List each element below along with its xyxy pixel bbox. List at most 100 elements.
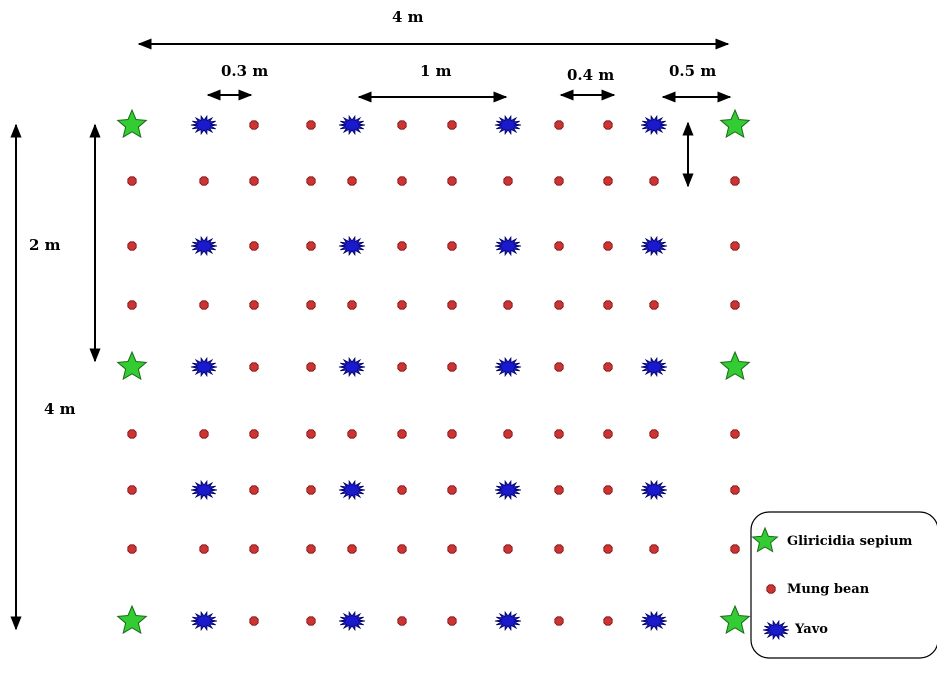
mungbean-plant	[127, 544, 137, 554]
yavo-plant	[190, 114, 218, 136]
spacing-1m-label: 1 m	[420, 62, 452, 80]
mungbean-plant	[397, 544, 407, 554]
legend-mungbean-label: Mung bean	[787, 582, 870, 597]
yavo-plant	[190, 235, 218, 257]
mungbean-plant	[447, 485, 457, 495]
mungbean-plant	[199, 429, 209, 439]
height-4m-label: 4 m	[44, 400, 76, 418]
mungbean-plant	[730, 429, 740, 439]
mungbean-plant	[447, 429, 457, 439]
mungbean-plant	[554, 120, 564, 130]
mungbean-plant	[649, 429, 659, 439]
gliricidia-plant	[116, 350, 148, 381]
yavo-plant	[494, 356, 522, 378]
mungbean-plant	[447, 120, 457, 130]
mungbean-plant	[730, 300, 740, 310]
mungbean-plant	[397, 176, 407, 186]
mungbean-plant	[347, 544, 357, 554]
mungbean-plant	[730, 241, 740, 251]
mungbean-plant	[249, 120, 259, 130]
yavo-plant	[190, 479, 218, 501]
mungbean-plant	[503, 300, 513, 310]
mungbean-plant	[603, 362, 613, 372]
yavo-plant	[640, 479, 668, 501]
mungbean-plant	[249, 241, 259, 251]
mungbean-plant	[306, 429, 316, 439]
yavo-plant	[640, 356, 668, 378]
yavo-plant	[494, 114, 522, 136]
mungbean-plant	[249, 616, 259, 626]
mungbean-plant	[554, 176, 564, 186]
mungbean-plant	[249, 485, 259, 495]
mungbean-plant	[603, 176, 613, 186]
mungbean-plant	[249, 176, 259, 186]
mungbean-plant	[306, 616, 316, 626]
gliricidia-plant	[719, 108, 751, 139]
yavo-plant	[338, 356, 366, 378]
yavo-plant	[338, 235, 366, 257]
yavo-plant	[494, 479, 522, 501]
yavo-plant	[640, 114, 668, 136]
legend-dot-shape	[766, 584, 776, 594]
mungbean-plant	[306, 544, 316, 554]
mungbean-plant	[554, 544, 564, 554]
mungbean-plant	[397, 300, 407, 310]
mungbean-plant	[603, 616, 613, 626]
legend-gliricidia-label: Gliricidia sepium	[787, 534, 913, 549]
mungbean-plant	[127, 300, 137, 310]
dimension-arrows: 4 m 0.3 m 1 m 0.4 m 0.5 m 2 m 4 m	[10, 8, 732, 631]
mungbean-plant	[554, 300, 564, 310]
legend: Gliricidia sepium Mung bean Yavo	[750, 511, 937, 659]
planting-grid	[116, 108, 751, 635]
yavo-plant	[640, 235, 668, 257]
mungbean-plant	[397, 120, 407, 130]
mungbean-plant	[397, 241, 407, 251]
mungbean-plant	[503, 544, 513, 554]
legend-star-shape	[751, 526, 779, 553]
mungbean-plant	[730, 544, 740, 554]
yavo-plant	[338, 114, 366, 136]
mungbean-plant	[554, 485, 564, 495]
gliricidia-plant	[719, 604, 751, 635]
mungbean-plant	[249, 362, 259, 372]
width-4m-label: 4 m	[392, 8, 424, 26]
spacing-0-4-label: 0.4 m	[567, 66, 614, 84]
mungbean-plant	[603, 120, 613, 130]
mungbean-plant	[127, 485, 137, 495]
mungbean-plant	[397, 616, 407, 626]
mungbean-plant	[447, 616, 457, 626]
mungbean-plant	[447, 300, 457, 310]
mungbean-plant	[503, 176, 513, 186]
legend-yavo-icon	[762, 619, 790, 641]
mungbean-plant	[306, 362, 316, 372]
mungbean-plant	[199, 300, 209, 310]
yavo-plant	[494, 610, 522, 632]
yavo-plant	[494, 235, 522, 257]
gliricidia-plant	[719, 350, 751, 381]
mungbean-plant	[306, 241, 316, 251]
mungbean-plant	[447, 176, 457, 186]
mungbean-plant	[397, 485, 407, 495]
mungbean-plant	[447, 241, 457, 251]
mungbean-plant	[603, 544, 613, 554]
mungbean-plant	[447, 544, 457, 554]
mungbean-plant	[249, 429, 259, 439]
yavo-plant	[190, 356, 218, 378]
mungbean-plant	[199, 544, 209, 554]
mungbean-plant	[649, 300, 659, 310]
mungbean-plant	[554, 616, 564, 626]
mungbean-plant	[503, 429, 513, 439]
spacing-0-3-label: 0.3 m	[221, 62, 268, 80]
legend-box	[750, 511, 937, 659]
mungbean-plant	[127, 176, 137, 186]
mungbean-plant	[127, 429, 137, 439]
yavo-plant	[338, 479, 366, 501]
mungbean-plant	[554, 241, 564, 251]
spacing-0-5-label: 0.5 m	[669, 62, 716, 80]
mungbean-plant	[447, 362, 457, 372]
mungbean-plant	[730, 176, 740, 186]
legend-mungbean-icon	[766, 584, 776, 594]
mungbean-plant	[603, 300, 613, 310]
mungbean-plant	[306, 300, 316, 310]
mungbean-plant	[306, 176, 316, 186]
